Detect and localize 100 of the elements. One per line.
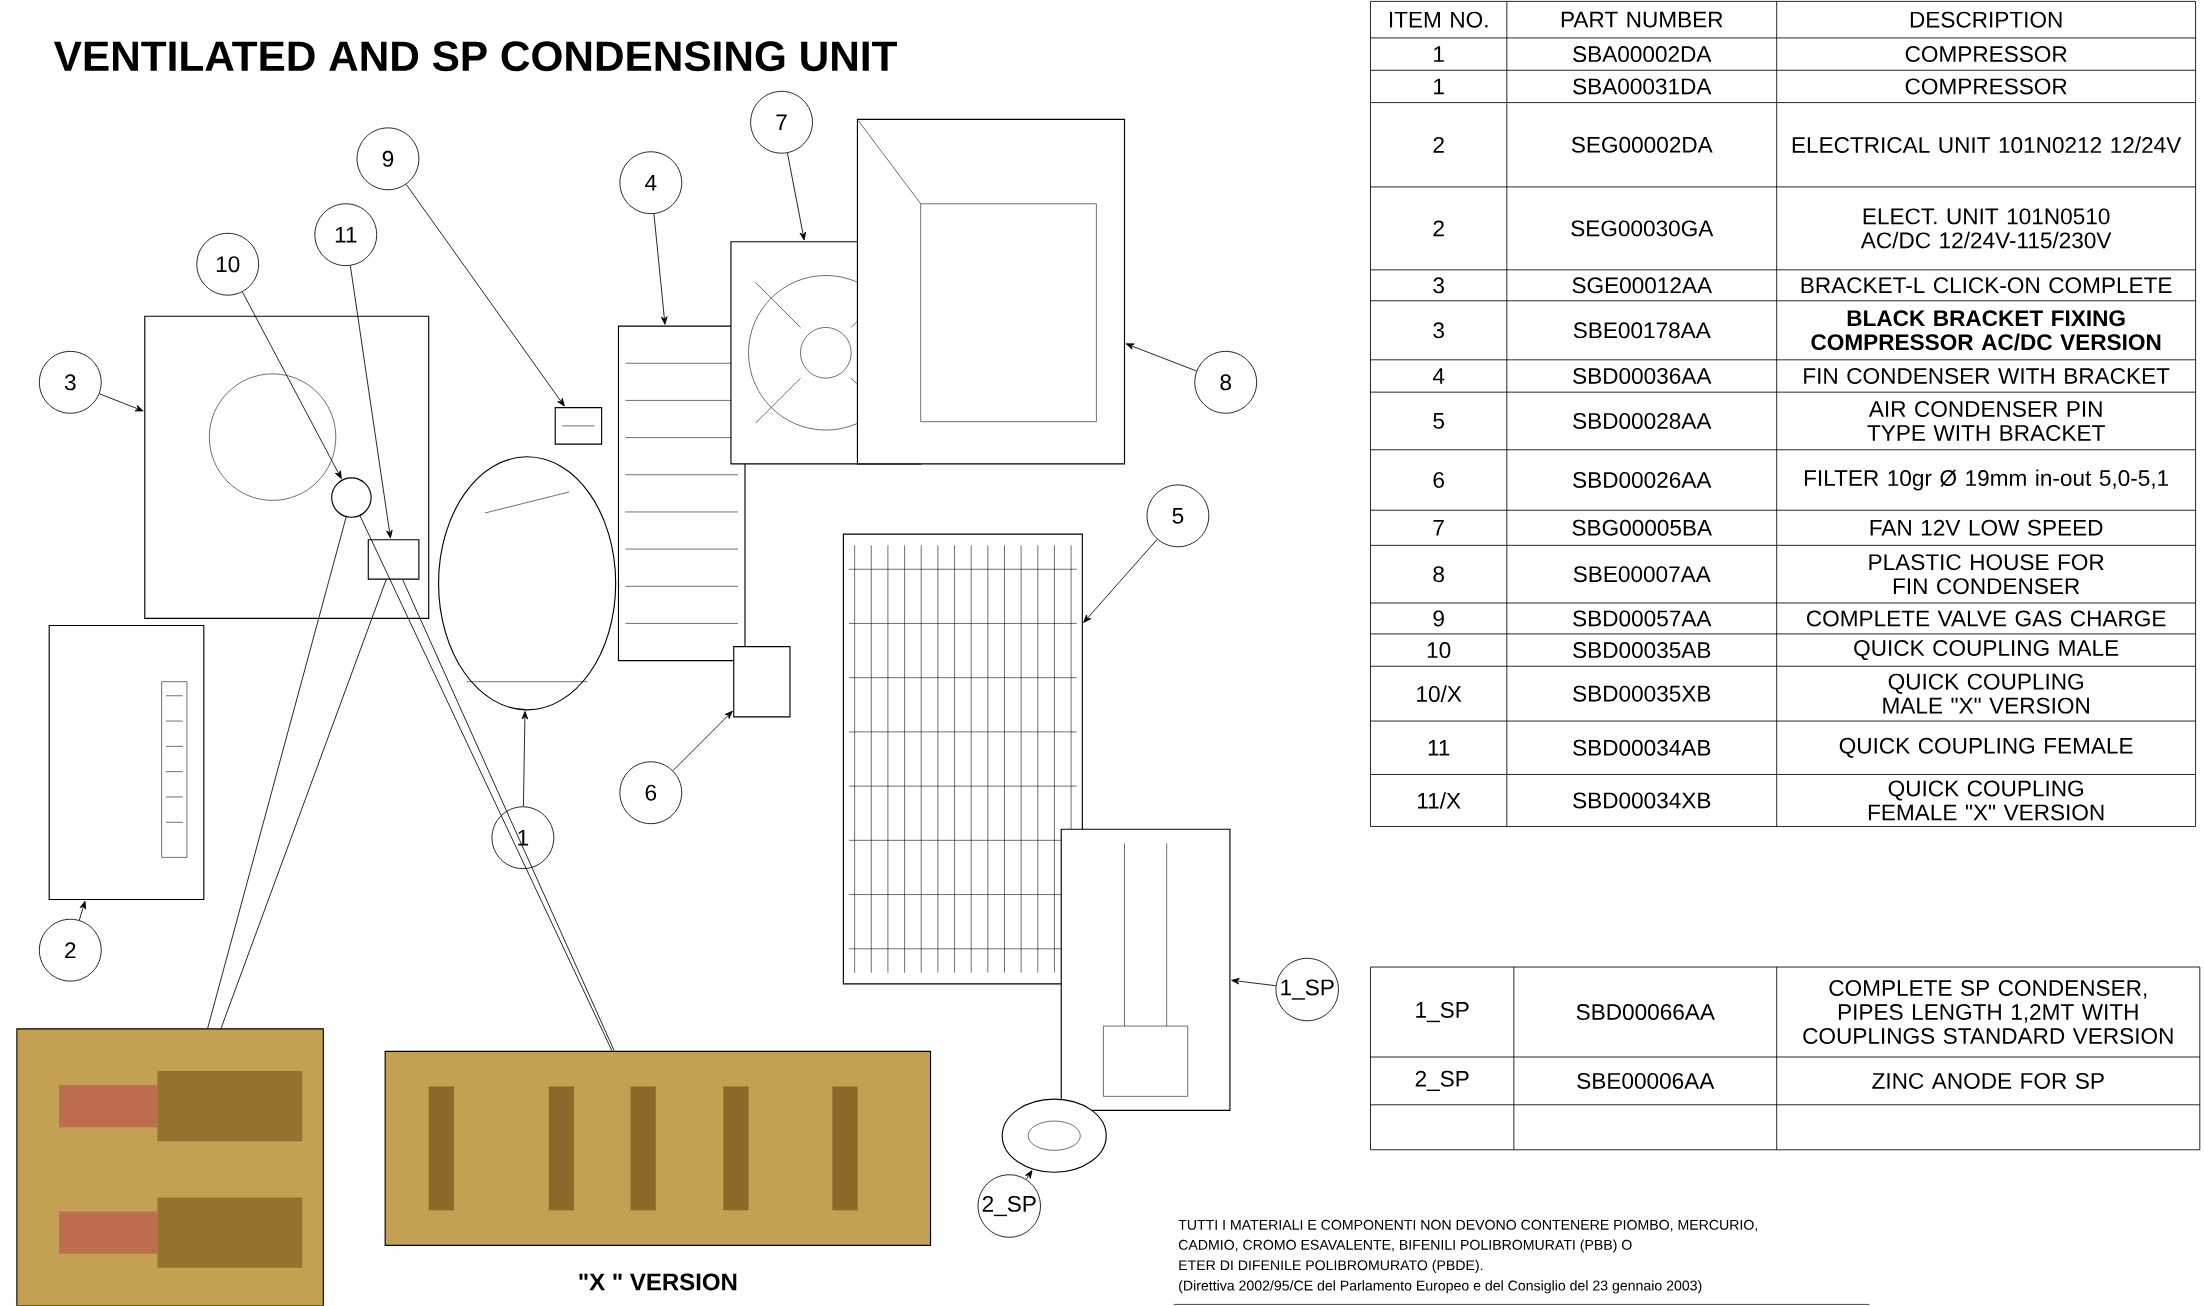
item-number: 6	[1433, 472, 1444, 489]
note-text: ETER DI DIFENILE POLIBROMURATO (PBDE).	[1179, 1259, 1483, 1274]
zinc-anode-drawing	[1001, 1098, 1107, 1173]
part-description: QUICK COUPLING FEMALE "X" VERSION	[1868, 780, 2104, 821]
part-description: QUICK COUPLING MALE	[1854, 640, 2119, 661]
part-number: SBD00057AA	[1573, 610, 1712, 627]
part-number: SBD00066AA	[1576, 1004, 1715, 1021]
part-description: FAN 12V LOW SPEED	[1870, 519, 2103, 536]
column-header: DESCRIPTION	[1910, 11, 2062, 28]
item-number: 5	[1433, 413, 1444, 429]
part-description: ZINC ANODE FOR SP	[1872, 1073, 2104, 1089]
item-number: 9	[1433, 610, 1444, 627]
leader-line	[672, 710, 733, 772]
part-number: SGE00012AA	[1572, 277, 1712, 294]
item-number: 10	[1427, 642, 1451, 659]
part-description: QUICK COUPLING MALE "X" VERSION	[1883, 673, 2089, 714]
item-number: 4	[1432, 368, 1445, 384]
item-number: 2	[1433, 136, 1444, 153]
leader-line	[207, 516, 347, 1029]
callout-number: 7	[750, 91, 813, 154]
part-number: SBE00006AA	[1577, 1073, 1715, 1089]
electrical-unit-drawing	[48, 625, 205, 901]
note-text: TUTTI I MATERIALI E COMPONENTI NON DEVONO CONTENERE PIOMBO, MERCURIO,	[1178, 1219, 1757, 1232]
item-number: 1	[1434, 78, 1444, 95]
fin-condenser-drawing	[617, 325, 746, 662]
leader-line	[220, 579, 387, 1029]
column-header: ITEM NO.	[1389, 11, 1488, 28]
item-number: 7	[1433, 520, 1444, 536]
part-description: ELECTRICAL UNIT 101N0212 12/24V	[1792, 136, 2182, 154]
leader-line	[521, 711, 529, 807]
leader-line	[405, 184, 565, 407]
leader-line	[78, 900, 86, 921]
item-number: 8	[1433, 566, 1444, 583]
part-number: SBD00035XB	[1573, 685, 1711, 702]
part-description: COMPRESSOR	[1905, 46, 2067, 63]
callout-number: 2	[38, 918, 102, 982]
part-description: COMPLETE SP CONDENSER, PIPES LENGTH 1,2MT WITH COUPLINGS STANDARD VERSION	[1803, 980, 2173, 1045]
part-number: SBG00005BA	[1572, 519, 1712, 536]
part-number: SBD00035AB	[1573, 642, 1711, 659]
callout-number: 10	[196, 232, 260, 296]
callout-number: 8	[1194, 351, 1258, 414]
callout-number: 6	[619, 761, 683, 825]
bracket-plate-drawing	[144, 315, 430, 620]
leader-line	[359, 515, 613, 1052]
part-number: SEG00002DA	[1571, 136, 1713, 153]
callout-number: 4	[619, 151, 683, 215]
version-label: "X " VERSION	[579, 1273, 737, 1291]
filter-drawing	[733, 646, 791, 718]
column-header: PART NUMBER	[1561, 11, 1723, 28]
part-number: SBD00026AA	[1573, 472, 1712, 489]
callout-number: 1	[491, 806, 555, 870]
coupling-drawing	[331, 477, 372, 518]
leader-line	[1025, 1170, 1033, 1180]
leader-line	[349, 265, 393, 539]
note-text: CADMIO, CROMO ESAVALENTE, BIFENILI POLIBROMURATI (PBB) O	[1178, 1239, 1632, 1253]
item-number: 3	[1433, 277, 1444, 294]
coupling-photo	[384, 1050, 932, 1246]
callout-number: 1_SP	[1275, 957, 1339, 1022]
item-number: 11	[1428, 740, 1450, 756]
leader-line	[402, 579, 615, 1052]
part-description: PLASTIC HOUSE FOR FIN CONDENSER	[1869, 554, 2104, 595]
part-description: BRACKET-L CLICK-ON COMPLETE	[1801, 277, 2172, 294]
title: VENTILATED AND SP CONDENSING UNIT	[54, 41, 897, 72]
part-number: SBD00028AA	[1573, 413, 1712, 430]
item-number: 2	[1433, 220, 1444, 237]
part-description: ELECT. UNIT 101N0510 AC/DC 12/24V-115/230V	[1860, 208, 2112, 249]
callout-number: 2_SP	[977, 1174, 1041, 1238]
part-number: SBD00034XB	[1573, 792, 1711, 809]
part-number: SEG00030GA	[1571, 220, 1714, 237]
part-description: AIR CONDENSER PIN TYPE WITH BRACKET	[1867, 401, 2105, 442]
sp-condenser-drawing	[1060, 828, 1231, 1112]
leader-line	[1231, 978, 1277, 987]
leader-line	[99, 393, 144, 412]
callout-number: 11	[314, 203, 378, 267]
leader-line	[1083, 539, 1158, 623]
leader-line	[787, 152, 806, 241]
callout-number: 9	[356, 127, 420, 191]
valve-drawing	[554, 407, 603, 445]
leader-line	[241, 291, 342, 480]
item-number: 10/X	[1417, 685, 1462, 702]
part-number: SBA00002DA	[1573, 46, 1712, 63]
callout-number: 3	[38, 351, 102, 414]
part-number: SBE00178AA	[1573, 322, 1711, 339]
item-number: 1_SP	[1416, 1002, 1469, 1023]
coupling-photo	[16, 1028, 324, 1306]
part-description: FILTER 10gr Ø 19mm in-out 5,0-5,1	[1805, 469, 2169, 491]
part-number: SBE00007AA	[1573, 566, 1711, 583]
item-number: 11/X	[1418, 792, 1461, 809]
part-description: QUICK COUPLING FEMALE	[1839, 737, 2133, 758]
item-number: 1	[1434, 46, 1444, 62]
item-number: 2_SP	[1415, 1070, 1469, 1092]
part-description: FIN CONDENSER WITH BRACKET	[1804, 368, 2170, 385]
part-number: SBD00034AB	[1573, 739, 1711, 756]
part-description: COMPLETE VALVE GAS CHARGE	[1807, 610, 2166, 627]
callout-number: 5	[1146, 484, 1210, 548]
part-number: SBA00031DA	[1573, 78, 1712, 95]
leader-line	[653, 213, 668, 325]
note-text: (Direttiva 2002/95/CE del Parlamento Europeo e del Consiglio del 23 gennaio 2003)	[1179, 1280, 1702, 1294]
part-number: SBD00036AA	[1573, 368, 1712, 385]
compressor-drawing	[438, 456, 617, 711]
